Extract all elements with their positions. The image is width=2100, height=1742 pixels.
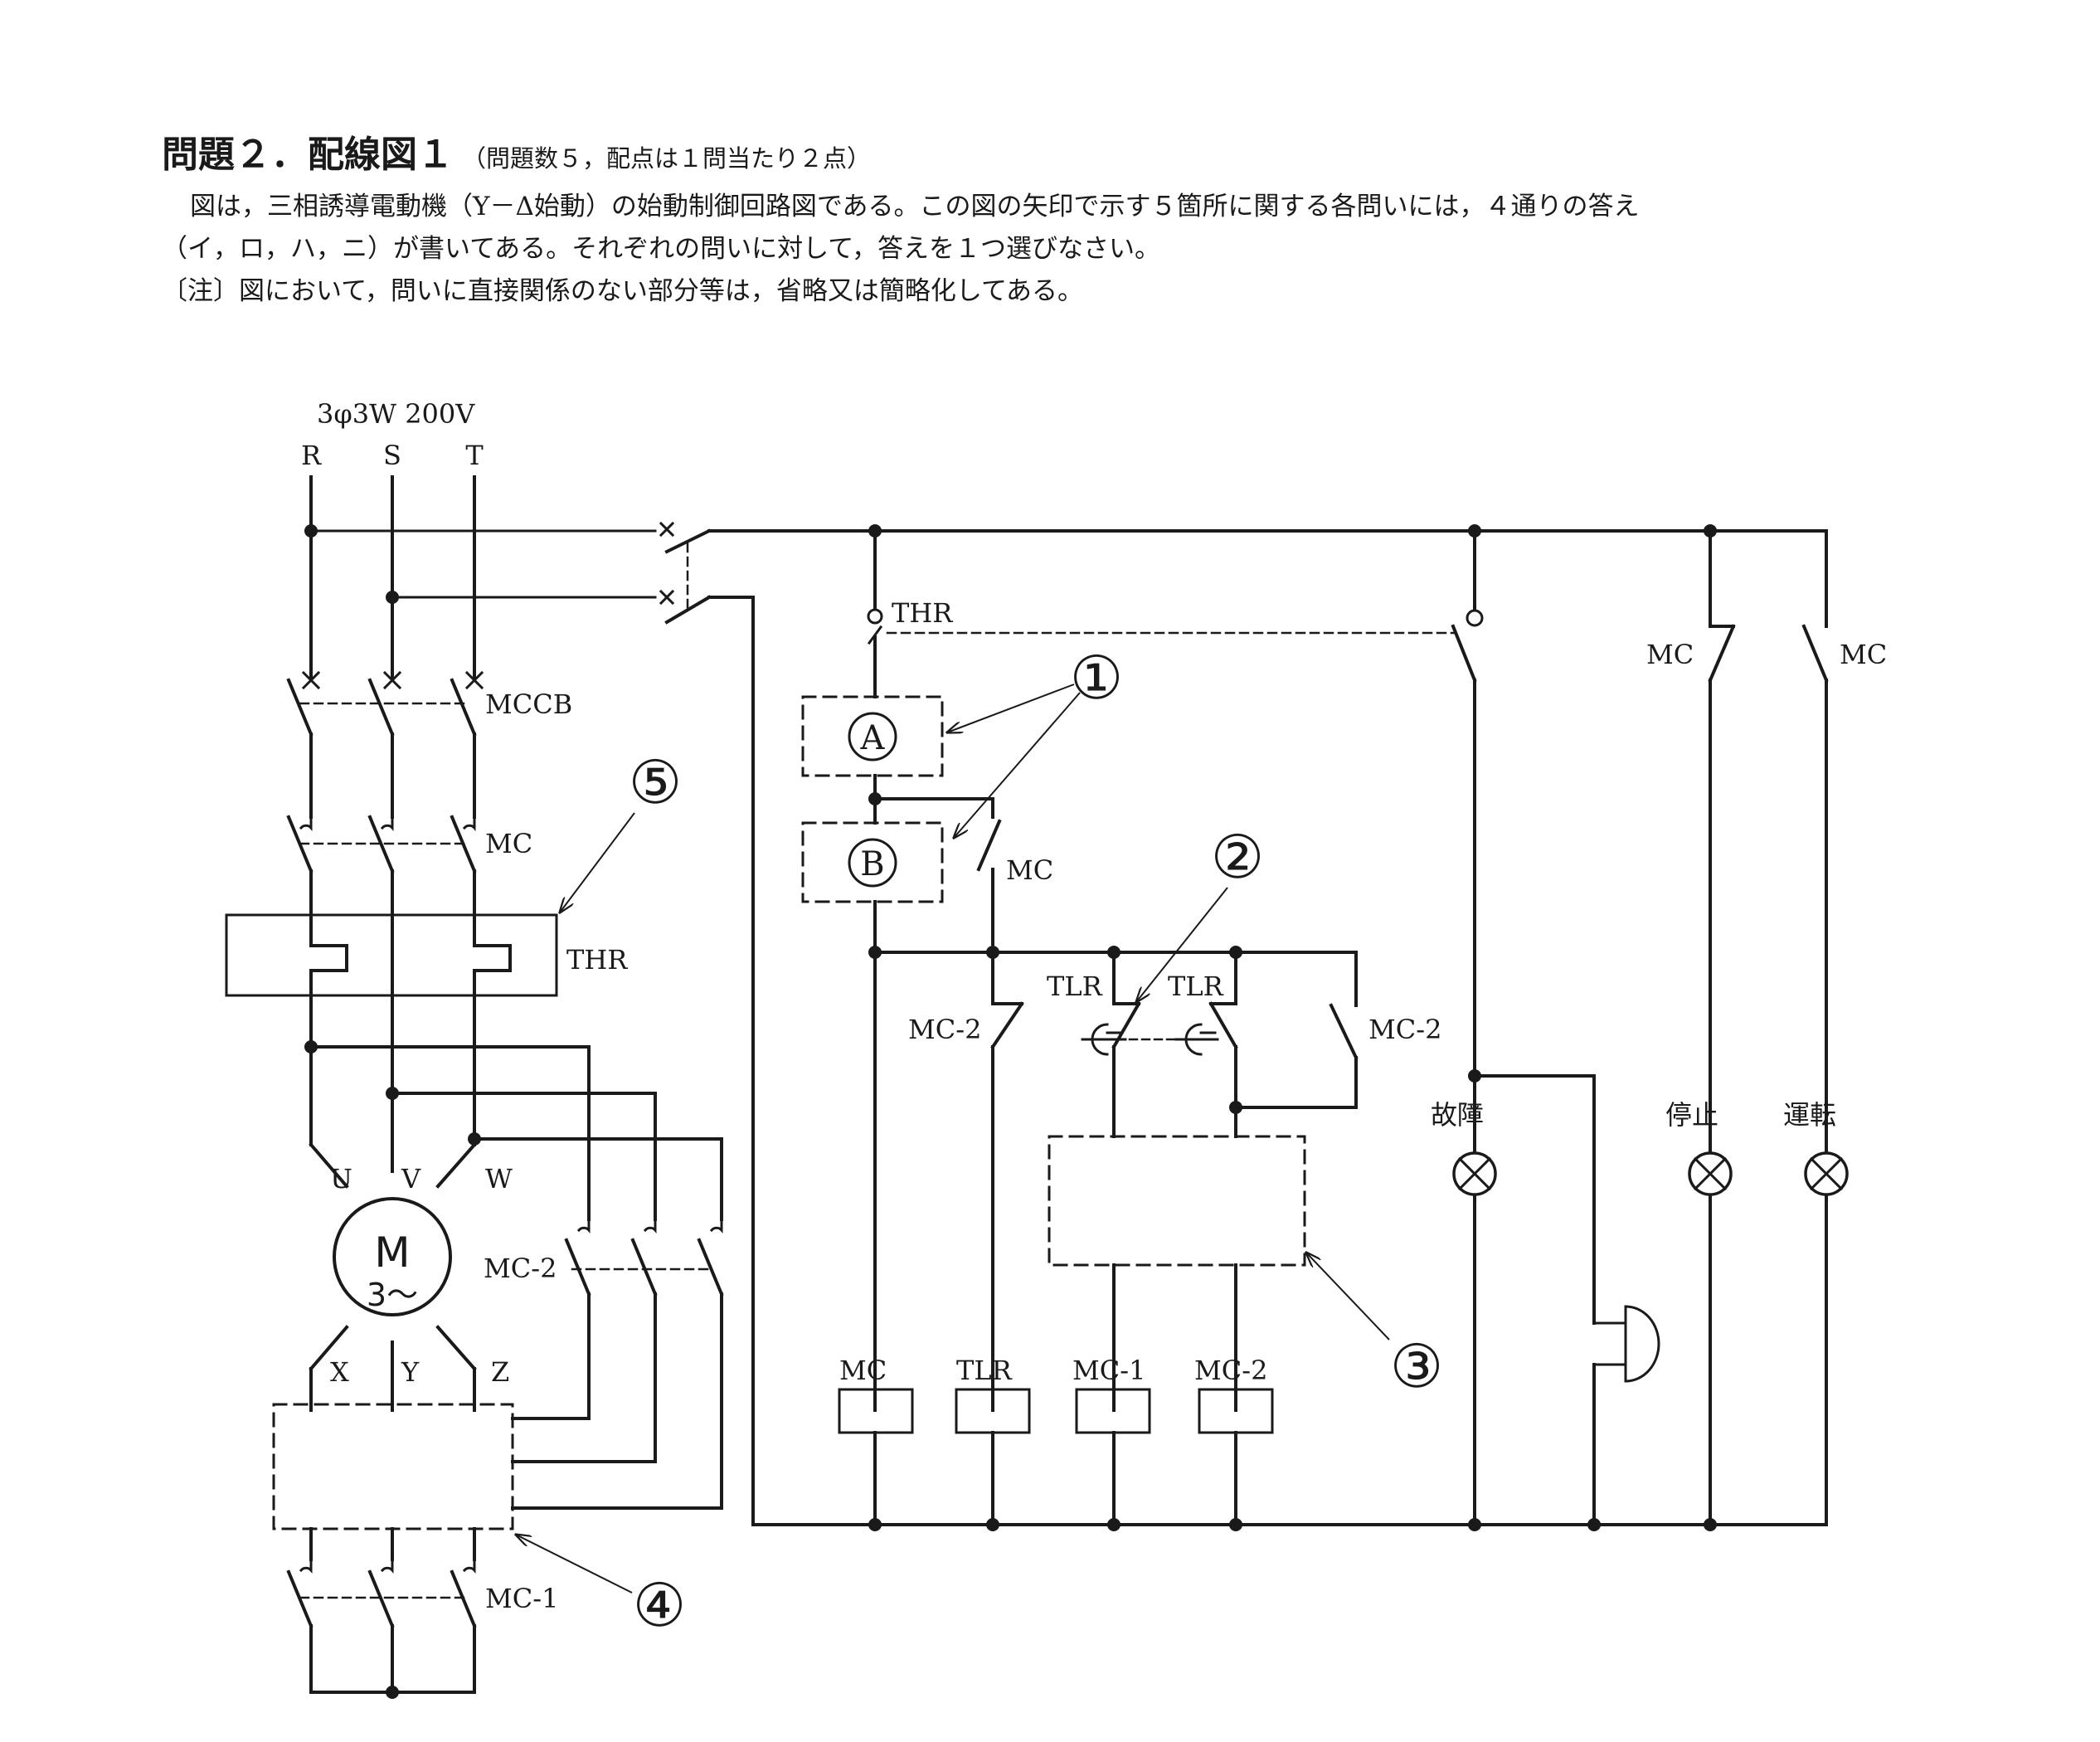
coils	[838, 1388, 1274, 1526]
question-subtitle: （問題数５，配点は１問当たり２点）	[462, 144, 872, 173]
label-coil-mc2: MC-2	[1194, 1355, 1267, 1386]
lamps	[1452, 1151, 1849, 1196]
label-mc1-main: MC-1	[485, 1583, 558, 1614]
label-mc2-ctrl-left: MC-2	[908, 1014, 981, 1045]
terminal-X: X	[330, 1356, 349, 1388]
supply-lines	[309, 475, 657, 682]
callout-1: ①	[1070, 643, 1124, 713]
phase-S: S	[383, 440, 401, 471]
label-mc-ctrl: MC	[1006, 854, 1053, 886]
title-line: 問題２．配線図１ （問題数５，配点は１問当たり２点）	[162, 124, 2028, 176]
motor-phase-mark: 3～	[367, 1277, 418, 1313]
question-title: 問題２．配線図１	[162, 134, 454, 176]
label-coil-tlr: TLR	[956, 1355, 1013, 1386]
callout-2: ②	[1211, 822, 1265, 892]
callouts: ① ② ③ ④ ⑤	[629, 643, 1444, 1640]
phase-T: T	[465, 440, 484, 471]
label-coil-mc1: MC-1	[1072, 1355, 1145, 1386]
box-letter-B: B	[860, 845, 884, 883]
diagram-labels: 3φ3W 200V R S T MCCB MC THR U V W X Y Z …	[301, 398, 1887, 1614]
main-circuit	[225, 475, 724, 1694]
callout-arrows	[516, 684, 1390, 1594]
box-3-dashed	[1048, 1135, 1306, 1267]
label-stop: 停止	[1665, 1099, 1718, 1131]
terminal-V: V	[401, 1163, 421, 1195]
mc-main-contacts	[286, 815, 477, 939]
question-header: 問題２．配線図１ （問題数５，配点は１問当たり２点） 図は，三相誘導電動機（Y－Δ…	[162, 124, 2028, 313]
callout-3: ③	[1390, 1331, 1444, 1401]
label-thr-ctrl: THR	[892, 597, 953, 629]
description-note: 〔注〕図において，問いに直接関係のない部分等は，省略又は簡略化してある。	[162, 276, 1084, 306]
box-A-dashed	[801, 695, 944, 777]
label-mccb: MCCB	[485, 689, 572, 720]
label-mc-lamp-b: MC	[1840, 639, 1887, 670]
label-tlr-a: TLR	[1047, 971, 1103, 1002]
motor: M 3～	[333, 1197, 452, 1316]
terminal-W: W	[485, 1163, 513, 1195]
question-description: 図は，三相誘導電動機（Y－Δ始動）の始動制御回路図である。この図の矢印で示す５箇…	[162, 186, 2028, 313]
box-letter-A: A	[860, 719, 886, 757]
box-B-dashed	[801, 821, 944, 903]
callout-4: ④	[633, 1570, 687, 1640]
label-mc-lamp-a: MC	[1646, 639, 1694, 670]
motor-leads	[309, 1142, 477, 1412]
mccb-breaker	[286, 670, 484, 819]
label-tlr-b: TLR	[1168, 971, 1224, 1002]
control-circuit	[659, 521, 1849, 1526]
label-fault: 故障	[1431, 1099, 1484, 1131]
control-switch	[659, 521, 1828, 1526]
junction-dots	[304, 524, 1717, 1699]
terminal-Z: Z	[491, 1356, 509, 1388]
mc1-main-contacts	[286, 1527, 477, 1694]
phase-R: R	[301, 440, 322, 471]
label-mc2-main: MC-2	[484, 1253, 557, 1284]
box-letters: A B	[848, 712, 897, 888]
label-coil-mc: MC	[839, 1355, 887, 1386]
callout-5: ⑤	[629, 747, 683, 817]
terminal-U: U	[330, 1163, 352, 1195]
box-4-dashed	[272, 1403, 514, 1530]
label-mc-main: MC	[485, 828, 532, 859]
label-thr-main: THR	[566, 944, 628, 976]
description-line-1: 図は，三相誘導電動機（Y－Δ始動）の始動制御回路図である。この図の矢印で示す５箇…	[190, 192, 1640, 221]
description-line-2: （イ，ロ，ハ，ニ）が書いてある。それぞれの問いに対して，答えを１つ選びなさい。	[162, 234, 1161, 264]
terminal-Y: Y	[401, 1356, 420, 1388]
motor-symbol: M	[374, 1229, 410, 1277]
mc2-main-contacts	[511, 1218, 724, 1510]
supply-label: 3φ3W 200V	[317, 398, 475, 430]
label-run: 運転	[1783, 1099, 1836, 1131]
label-mc2-ctrl-right: MC-2	[1368, 1014, 1441, 1045]
buzzer	[1592, 1305, 1660, 1526]
